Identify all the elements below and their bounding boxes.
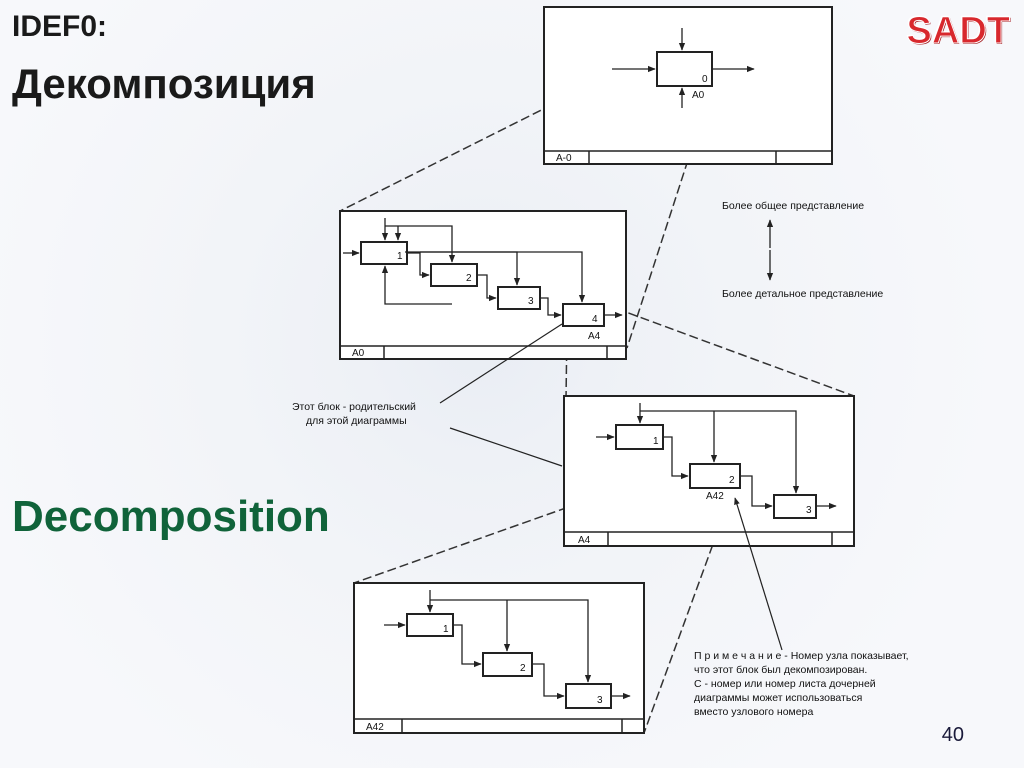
note-parent-line2: для этой диаграммы	[306, 415, 407, 427]
a0-box-3	[497, 286, 541, 310]
svg-text:диаграммы может использоваться: диаграммы может использоваться	[694, 692, 862, 704]
parent-note-pointers	[439, 323, 563, 467]
frame-a-0: A-0 0 A0	[543, 6, 833, 165]
remark-note: П р и м е ч а н и е - Номер узла показыв…	[694, 650, 909, 718]
a42-box-2-number: 2	[520, 663, 526, 674]
frame-a42: A42 1 2 3	[353, 582, 645, 734]
frame-a-0-id: A-0	[556, 153, 572, 164]
svg-text:что этот блок был декомпозиров: что этот блок был декомпозирован.	[694, 664, 867, 676]
note-parent-line1: Этот блок - родительский	[292, 401, 416, 413]
a42-box-3-number: 3	[597, 695, 603, 706]
a42-box-1-number: 1	[443, 624, 449, 635]
a0-box-4	[562, 303, 605, 327]
a0-box-3-number: 3	[528, 296, 534, 307]
a42-box-3	[565, 683, 612, 709]
svg-text:П р и м е ч а н и е - Номер уз: П р и м е ч а н и е - Номер узла показыв…	[694, 650, 909, 662]
a0-box-2-number: 2	[466, 273, 472, 284]
svg-text:вместо узлового номера: вместо узлового номера	[694, 706, 813, 718]
box-0-id: A0	[692, 90, 705, 101]
frame-a0: A0 1 2 3 4 A4	[339, 210, 627, 360]
a4-box-2-number: 2	[729, 475, 735, 486]
frame-a4: A4 1 2 3 A42	[563, 395, 855, 547]
note-general: Более общее представление	[722, 200, 864, 212]
a4-box-2	[689, 463, 741, 489]
page-number: 40	[941, 724, 964, 746]
svg-text:С - номер или номер листа доче: С - номер или номер листа дочерней	[694, 678, 876, 690]
box-0-number: 0	[702, 74, 708, 85]
note-detail: Более детальное представление	[722, 288, 883, 300]
title-decomposition-ru: Декомпозиция	[12, 60, 316, 107]
a4-box-2-id: A42	[706, 491, 724, 502]
a4-box-3-number: 3	[806, 505, 812, 516]
a0-box-1-number: 1	[397, 251, 403, 262]
sadt-logo: SADT	[906, 10, 1010, 53]
a0-box-4-id: A4	[588, 331, 601, 342]
frame-a0-id: A0	[352, 348, 365, 359]
frame-a42-id: A42	[366, 722, 384, 733]
frame-a4-id: A4	[578, 535, 591, 546]
a0-box-4-number: 4	[592, 314, 598, 325]
a4-box-1-number: 1	[653, 436, 659, 447]
remark-pointer	[734, 497, 783, 651]
title-idef0: IDEF0:	[12, 10, 108, 43]
subtitle-decomposition-en: Decomposition	[12, 492, 330, 541]
